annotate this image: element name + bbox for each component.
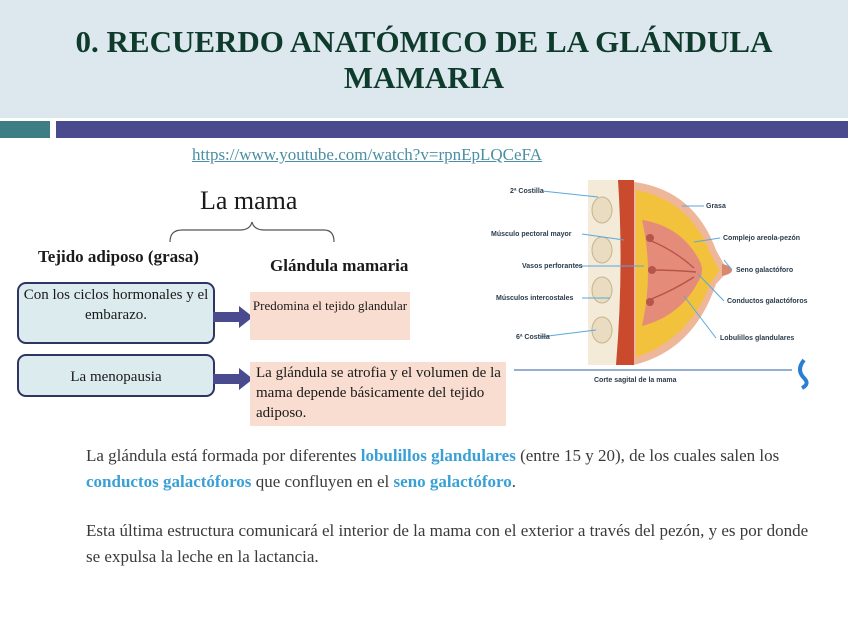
arrow-right-icon [213,368,253,390]
result-glandular: Predomina el tejido glandular [250,292,410,340]
accent-bar-teal [0,121,50,138]
paragraph-glandula: La glándula está formada por diferentes … [86,446,780,491]
label-intercostales: Músculos intercostales [496,295,574,302]
term-lobulillos: lobulillos glandulares [360,446,516,465]
accent-bar-navy [56,121,848,138]
label-grasa: Grasa [706,203,726,210]
label-vasos: Vasos perforantes [522,263,583,270]
box-menopausia: La menopausia [17,354,215,397]
term-conductos: conductos galactóforos [86,472,252,491]
label-conductos: Conductos galactóforos [727,298,808,305]
diagram-root-label: La mama [200,186,298,215]
label-costilla6: 6ª Costilla [516,334,550,341]
slide-title: 0. RECUERDO ANATÓMICO DE LA GLÁNDULA MAM… [75,24,773,95]
illustration-caption: Corte sagital de la mama [594,377,677,384]
title-band [0,0,848,118]
brace-connector [169,221,335,243]
label-costilla2: 2ª Costilla [510,188,544,195]
label-lobulillos: Lobulillos glandulares [720,335,794,342]
branch-right-label: Glándula mamaria [270,256,409,275]
label-seno: Seno galactóforo [736,267,793,274]
youtube-link[interactable]: https://www.youtube.com/watch?v=rpnEpLQC… [192,145,543,164]
breast-sagittal-illustration: 2ª Costilla Músculo pectoral mayor Vasos… [491,180,809,390]
box-ciclos-hormonales: Con los ciclos hormonales y el embarazo. [17,282,215,344]
arrow-right-icon [213,306,253,328]
paragraph-pezon: Esta última estructura comunicará el int… [86,521,809,566]
term-seno: seno galactóforo [393,472,512,491]
result-atrofia: La glándula se atrofia y el volumen de l… [250,362,506,426]
label-areola: Complejo areola-pezón [723,235,800,242]
label-pectoral: Músculo pectoral mayor [491,231,572,238]
wave-logo-icon [798,358,809,390]
branch-left-label: Tejido adiposo (grasa) [38,247,199,266]
